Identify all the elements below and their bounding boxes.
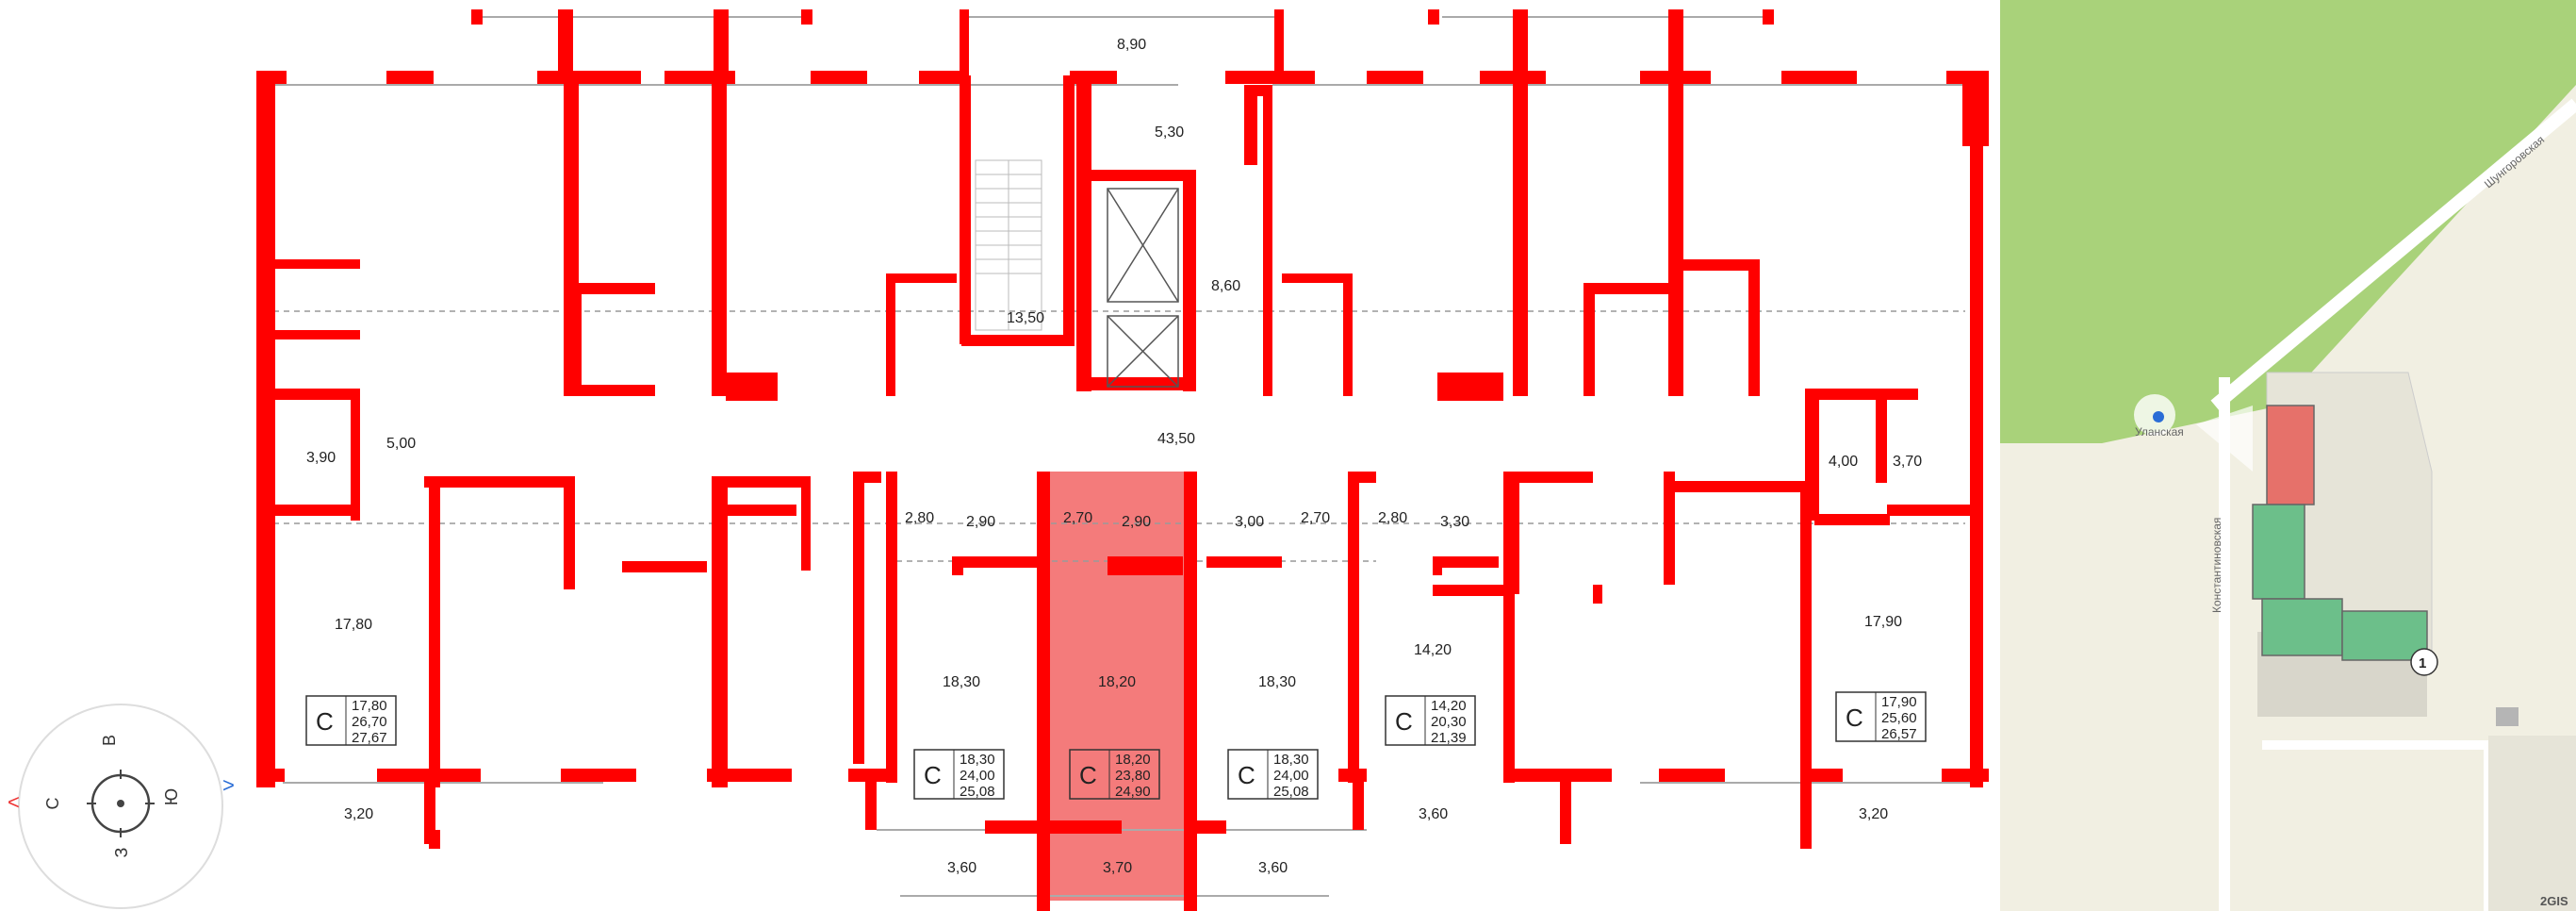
area-label: 4,00 [1829, 454, 1858, 470]
area-label: 2,70 [1301, 510, 1330, 526]
total-area-with-balcony: 25,08 [960, 784, 995, 800]
area-label: 3,60 [1419, 806, 1448, 822]
area-label: 5,00 [386, 436, 416, 452]
area-label: 3,90 [306, 450, 336, 466]
total-area-with-balcony: 25,08 [1273, 784, 1309, 800]
street-label-2: Константиновская [2210, 518, 2223, 613]
area-label: 13,50 [1007, 310, 1044, 326]
apartment-tag[interactable]: С 14,20 20,30 21,39 [1385, 695, 1476, 746]
floor-plan: 8,90 5,30 8,60 13,50 43,50 3,90 5,00 4,0… [256, 9, 1989, 911]
window-lines [269, 16, 1979, 897]
area-label: 2,80 [1378, 510, 1407, 526]
living-area: 17,80 [352, 698, 387, 714]
rotate-left-arrow[interactable]: < [8, 790, 20, 814]
apartment-type: С [1846, 704, 1863, 732]
living-area: 18,30 [960, 752, 995, 768]
map-brand-logo: 2GIS [2540, 894, 2568, 908]
area-label: 5,30 [1155, 124, 1184, 141]
compass-north: С [43, 798, 62, 810]
area-label: 18,30 [1258, 674, 1296, 690]
area-label: 14,20 [1414, 642, 1452, 658]
total-area-with-balcony: 27,67 [352, 730, 387, 746]
rotate-right-arrow[interactable]: > [222, 773, 235, 797]
total-area-with-balcony: 21,39 [1431, 730, 1467, 746]
compass-east: В [100, 735, 119, 746]
total-area: 25,60 [1881, 710, 1917, 726]
bus-stop-label: Уланская [2135, 425, 2184, 439]
area-label: 18,20 [1098, 674, 1136, 690]
compass-south: Ю [162, 788, 181, 805]
living-area: 14,20 [1431, 698, 1467, 714]
total-area: 24,00 [1273, 768, 1309, 784]
apartment-tag[interactable]: С 17,90 25,60 26,57 [1835, 691, 1927, 742]
staircase [975, 159, 1042, 331]
area-label: 3,60 [947, 860, 976, 876]
total-area: 26,70 [352, 714, 387, 730]
living-area: 18,30 [1273, 752, 1309, 768]
total-area: 23,80 [1115, 768, 1151, 784]
compass-west: З [112, 848, 131, 858]
apartment-tag[interactable]: С 17,80 26,70 27,67 [305, 695, 397, 746]
total-area: 20,30 [1431, 714, 1467, 730]
room-dividers [273, 310, 1965, 562]
area-label: 17,80 [335, 617, 372, 633]
compass[interactable]: С В Ю З < > [8, 704, 235, 909]
area-label: 3,30 [1440, 514, 1469, 530]
area-label: 8,90 [1117, 37, 1146, 53]
living-area: 18,20 [1115, 752, 1151, 768]
apartment-type: С [1395, 707, 1413, 736]
area-label: 2,70 [1063, 510, 1092, 526]
total-area: 24,00 [960, 768, 995, 784]
total-area-with-balcony: 26,57 [1881, 726, 1917, 742]
apartment-tag-selected[interactable]: С 18,20 23,80 24,90 [1069, 749, 1160, 800]
bus-stop-icon [2153, 411, 2164, 422]
area-label: 2,80 [905, 510, 934, 526]
apartment-tag[interactable]: С 18,30 24,00 25,08 [913, 749, 1005, 800]
apartment-type: С [924, 761, 942, 789]
apartment-type: С [316, 707, 334, 736]
area-label: 3,60 [1258, 860, 1288, 876]
area-label: 3,70 [1893, 454, 1922, 470]
walls [256, 9, 1989, 911]
area-label: 3,20 [344, 806, 373, 822]
area-label: 17,90 [1864, 614, 1902, 630]
apartment-type: С [1238, 761, 1255, 789]
living-area: 17,90 [1881, 694, 1917, 710]
apartment-tag[interactable]: С 18,30 24,00 25,08 [1227, 749, 1319, 800]
area-label: 3,20 [1859, 806, 1888, 822]
area-label: 2,90 [966, 514, 995, 530]
area-label: 18,30 [943, 674, 980, 690]
location-map[interactable]: 1 Шунгоровская Константиновская Уланская… [2000, 0, 2576, 911]
area-label: 3,70 [1103, 860, 1132, 876]
building-number: 1 [2419, 655, 2426, 671]
area-label: 2,90 [1122, 514, 1151, 530]
area-label: 8,60 [1211, 278, 1240, 294]
total-area-with-balcony: 24,90 [1115, 784, 1151, 800]
room-area-labels: 8,90 5,30 8,60 13,50 43,50 3,90 5,00 4,0… [306, 37, 1922, 876]
elevators [1107, 188, 1179, 388]
area-label: 3,00 [1235, 514, 1264, 530]
area-label: 43,50 [1157, 431, 1195, 447]
apartment-type: С [1079, 761, 1097, 789]
